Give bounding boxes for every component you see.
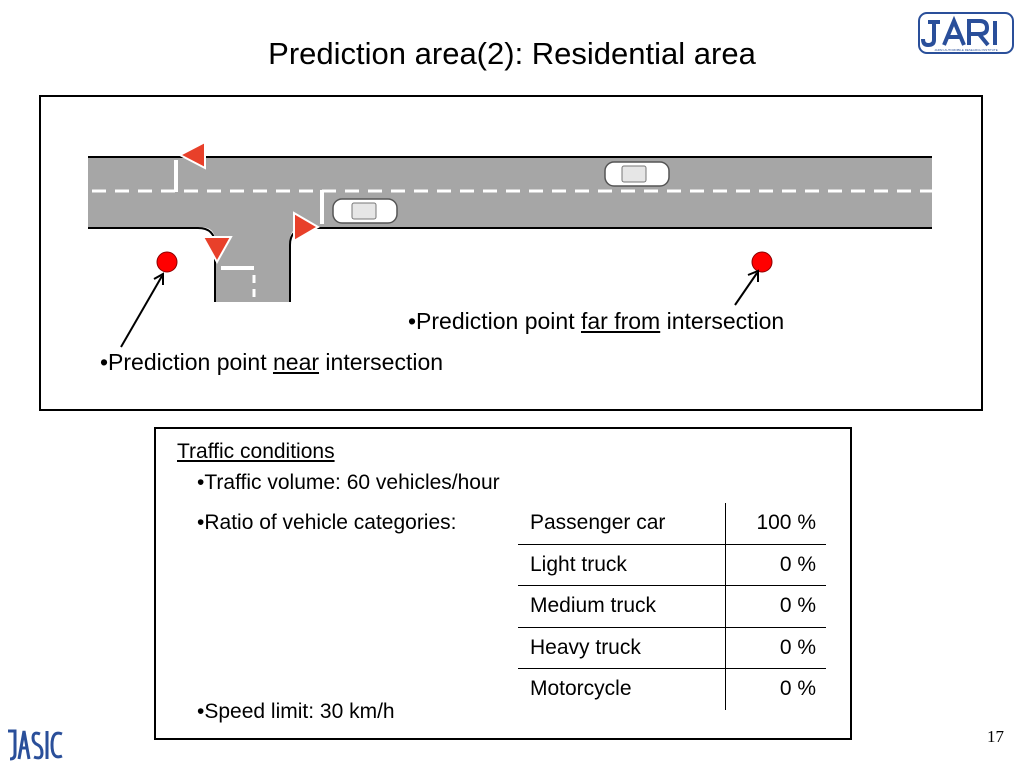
stop-sign-icon <box>177 140 206 170</box>
car-icon <box>332 198 398 224</box>
prediction-point-near <box>156 251 178 273</box>
speed-limit: •Speed limit: 30 km/h <box>197 700 395 723</box>
vehicle-ratio: 0 % <box>725 585 826 627</box>
traffic-volume: •Traffic volume: 60 vehicles/hour <box>197 471 500 494</box>
traffic-conditions-panel <box>154 427 852 740</box>
label-far-from-intersection: •Prediction point far from intersection <box>408 308 784 335</box>
table-row: Heavy truck 0 % <box>518 626 826 669</box>
vehicle-category: Heavy truck <box>518 626 726 669</box>
vehicle-ratio: 100 % <box>756 511 816 535</box>
arrow-near <box>120 272 164 348</box>
vehicle-category: Light truck <box>518 543 726 586</box>
traffic-conditions-heading: Traffic conditions <box>177 440 335 463</box>
road-diagram <box>88 140 932 348</box>
arrow-far <box>734 269 759 306</box>
label-far-prefix: •Prediction point <box>408 308 581 334</box>
jari-logo: JAPAN AUTOMOBILE RESEARCH INSTITUTE <box>918 12 1014 54</box>
table-row: Light truck 0 % <box>518 543 826 586</box>
car-icon <box>604 161 670 187</box>
vehicle-category: Passenger car <box>518 503 726 544</box>
table-row: Medium truck 0 % <box>518 585 826 627</box>
label-near-intersection: •Prediction point near intersection <box>100 349 443 376</box>
vehicle-ratio: 0 % <box>725 668 826 710</box>
vehicle-ratio: 0 % <box>725 626 826 669</box>
diagram-panel <box>39 95 983 411</box>
vehicle-category: Motorcycle <box>518 668 726 710</box>
label-near-suffix: intersection <box>319 349 444 375</box>
label-far-underlined: far from <box>580 308 661 334</box>
page-number: 17 <box>987 727 1004 746</box>
vehicle-ratio: 0 % <box>725 543 826 586</box>
slide-title: Prediction area(2): Residential area <box>268 36 756 71</box>
ratio-label: •Ratio of vehicle categories: <box>197 511 457 534</box>
jasic-logo <box>8 729 63 761</box>
table-row: Passenger car 100 % <box>518 503 826 544</box>
vehicle-ratio-table: Passenger car 100 % Light truck 0 % Medi… <box>518 503 826 710</box>
table-row: Motorcycle 0 % <box>518 668 826 710</box>
vehicle-category: Medium truck <box>518 585 726 627</box>
jari-logo-subtext: JAPAN AUTOMOBILE RESEARCH INSTITUTE <box>934 48 998 52</box>
label-near-prefix: •Prediction point <box>100 349 273 375</box>
stop-sign-icon <box>293 211 320 243</box>
label-far-suffix: intersection <box>660 308 785 334</box>
label-near-underlined: near <box>272 349 320 375</box>
stop-sign-icon <box>201 236 233 265</box>
prediction-point-far <box>751 251 773 273</box>
